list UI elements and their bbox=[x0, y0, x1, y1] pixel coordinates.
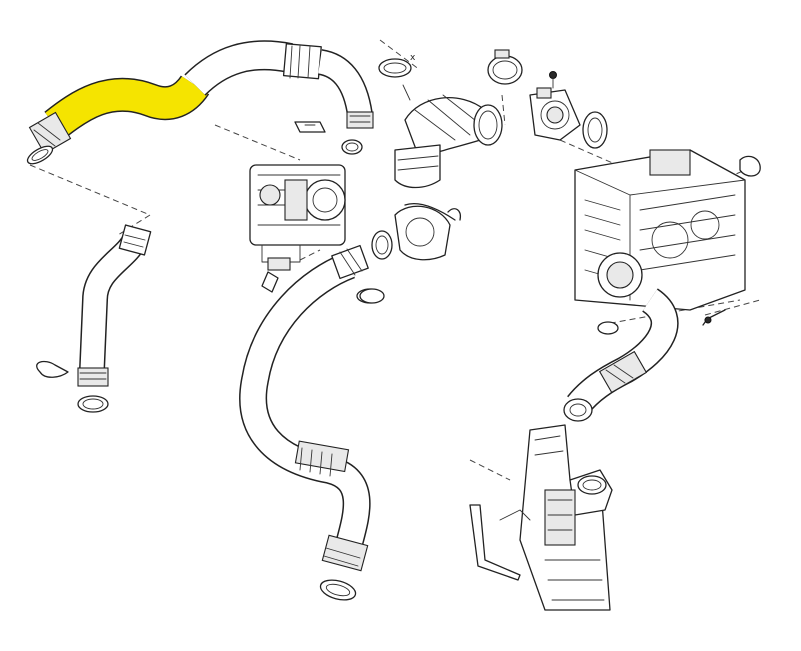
coupling-upper-right-clip bbox=[447, 208, 461, 221]
hose-clamps bbox=[487, 49, 608, 149]
intercooler-pipe-right bbox=[563, 288, 726, 422]
outlet-elbow-assembly bbox=[371, 203, 456, 297]
small-clamp-center bbox=[359, 288, 385, 304]
left-vertical-pipe bbox=[36, 224, 152, 413]
highlighted-hose-fill bbox=[45, 75, 208, 138]
central-long-hose bbox=[239, 244, 384, 601]
clip-small-upper bbox=[294, 121, 326, 133]
throttle-body-assembly bbox=[249, 164, 346, 293]
turbo-intake-hose: x bbox=[378, 53, 503, 189]
highlighted-hose bbox=[44, 40, 374, 155]
callout-label: x bbox=[410, 53, 416, 63]
air-filter-box bbox=[469, 424, 613, 611]
engine-block bbox=[574, 149, 761, 311]
air-flow-meter bbox=[529, 71, 581, 141]
hose-end-fitting-left bbox=[26, 111, 72, 165]
